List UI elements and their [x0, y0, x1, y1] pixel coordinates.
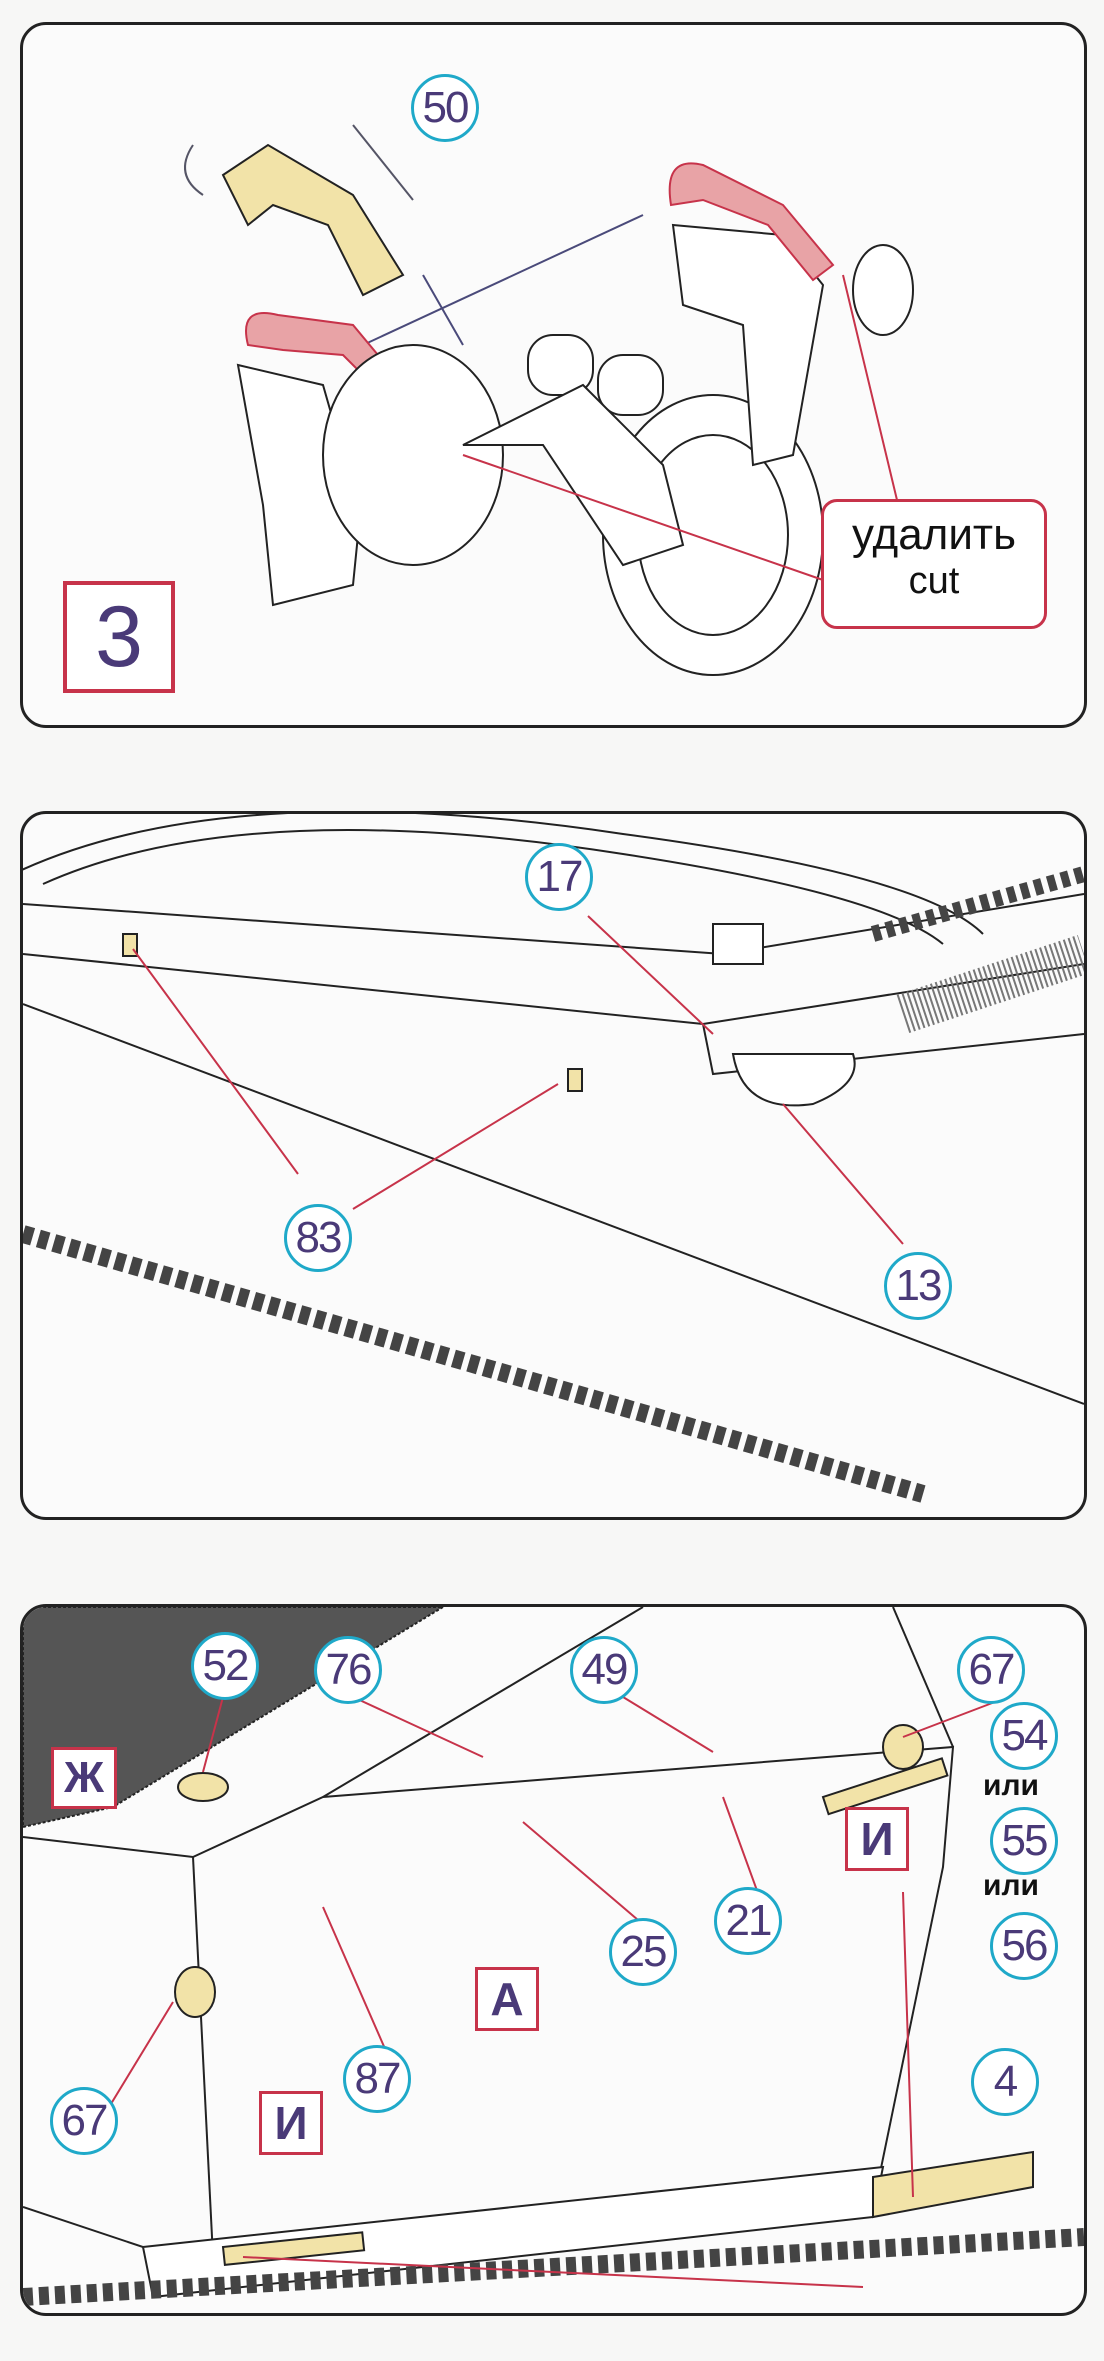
or-label: или	[983, 1769, 1039, 1802]
assembly-letter-i-left: И	[259, 2091, 323, 2155]
or-label: или	[983, 1869, 1039, 1902]
step-number: 3	[63, 581, 175, 693]
assembly-letter-a: А	[475, 1967, 539, 2031]
part-54-callout: 54	[990, 1702, 1058, 1770]
part-56-callout: 56	[990, 1912, 1058, 1980]
part-50-callout: 50	[411, 74, 479, 142]
hull-top-panel: 17 83 13	[20, 811, 1087, 1520]
suspension-drawing	[184, 124, 914, 676]
part-76-callout: 76	[314, 1636, 382, 1704]
part-4-callout: 4	[971, 2048, 1039, 2116]
cut-instruction-box: удалить cut	[821, 499, 1047, 629]
part-83-callout: 83	[284, 1204, 352, 1272]
part-49-callout: 49	[570, 1636, 638, 1704]
rear-hull-drawing	[23, 1607, 1084, 2306]
step-3-panel: 50 удалить cut 3	[20, 22, 1087, 728]
part-67-left-callout: 67	[50, 2087, 118, 2155]
assembly-letter-zh: Ж	[51, 1747, 117, 1809]
rear-hull-panel: 52 76 49 67 54 или 55 или 56 4 21 25 87 …	[20, 1604, 1087, 2316]
part-52-callout: 52	[191, 1632, 259, 1700]
cut-label-ru: удалить	[851, 510, 1016, 559]
part-55-callout: 55	[990, 1807, 1058, 1875]
hull-drawing	[23, 814, 1084, 1503]
part-87-callout: 87	[343, 2045, 411, 2113]
part-67-right-callout: 67	[957, 1636, 1025, 1704]
part-17-callout: 17	[525, 843, 593, 911]
cut-label-en: cut	[908, 560, 960, 602]
part-25-callout: 25	[609, 1918, 677, 1986]
part-13-callout: 13	[884, 1252, 952, 1320]
part-21-callout: 21	[714, 1887, 782, 1955]
assembly-letter-i-right: И	[845, 1807, 909, 1871]
